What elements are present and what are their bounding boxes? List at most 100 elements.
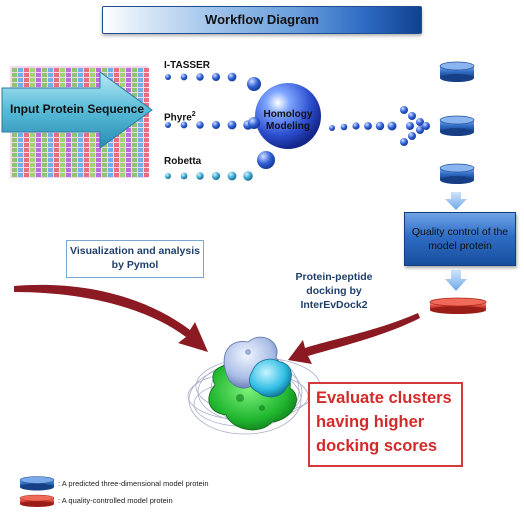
- sequence-cell: [36, 158, 41, 162]
- sequence-cell: [24, 168, 29, 172]
- cylinder-top: [439, 115, 475, 125]
- sequence-cell: [114, 78, 119, 82]
- sequence-cell: [84, 163, 89, 167]
- sequence-cell: [138, 78, 143, 82]
- legend-predicted-label: : A predicted three-dimensional model pr…: [58, 479, 209, 488]
- sequence-cell: [66, 143, 71, 147]
- legend-predicted-icon: [19, 476, 55, 491]
- tool-label-phyre-sup: 2: [191, 111, 196, 118]
- sequence-cell: [102, 163, 107, 167]
- sequence-cell: [144, 163, 149, 167]
- sequence-cell: [120, 133, 125, 137]
- sequence-cell: [132, 153, 137, 157]
- sequence-cell: [72, 68, 77, 72]
- sequence-cell: [60, 143, 65, 147]
- sequence-cell: [72, 163, 77, 167]
- output-dot: [375, 121, 385, 131]
- sequence-cell: [78, 148, 83, 152]
- sequence-cell: [36, 73, 41, 77]
- legend-quality-icon: [19, 494, 55, 507]
- sequence-cell: [78, 73, 83, 77]
- sequence-cell: [120, 138, 125, 142]
- sequence-cell: [102, 153, 107, 157]
- sequence-cell: [144, 138, 149, 142]
- sequence-cell: [54, 168, 59, 172]
- tool-dot: [180, 73, 188, 81]
- sequence-cell: [84, 173, 89, 177]
- sequence-cell: [48, 168, 53, 172]
- output-dot: [387, 121, 397, 131]
- output-dot: [408, 132, 416, 140]
- sequence-cell: [18, 158, 23, 162]
- sequence-cell: [54, 73, 59, 77]
- sequence-cell: [126, 143, 131, 147]
- sequence-cell: [138, 128, 143, 132]
- sequence-cell: [48, 78, 53, 82]
- output-dot: [364, 122, 372, 130]
- sequence-cell: [60, 138, 65, 142]
- sequence-cell: [144, 168, 149, 172]
- sequence-cell: [60, 73, 65, 77]
- output-dot: [400, 106, 408, 114]
- sequence-cell: [126, 173, 131, 177]
- sequence-cell: [66, 83, 71, 87]
- sequence-cell: [78, 163, 83, 167]
- sequence-cell: [54, 163, 59, 167]
- sequence-cell: [66, 148, 71, 152]
- sequence-cell: [48, 163, 53, 167]
- sequence-cell: [84, 73, 89, 77]
- sequence-cell: [120, 168, 125, 172]
- sequence-cell: [90, 168, 95, 172]
- output-dot: [329, 125, 335, 131]
- sequence-cell: [132, 158, 137, 162]
- sequence-cell: [30, 133, 35, 137]
- sequence-cell: [66, 73, 71, 77]
- sequence-cell: [12, 133, 17, 137]
- sequence-cell: [138, 123, 143, 127]
- sequence-cell: [42, 68, 47, 72]
- tool-dot: [227, 171, 237, 181]
- cylinder-top: [439, 61, 475, 71]
- tool-dot: [211, 120, 221, 130]
- sequence-cell: [144, 153, 149, 157]
- sequence-cell: [96, 153, 101, 157]
- sequence-cell: [54, 173, 59, 177]
- sequence-cell: [132, 68, 137, 72]
- sequence-cell: [138, 148, 143, 152]
- sequence-cell: [96, 168, 101, 172]
- output-dot: [352, 122, 360, 130]
- sequence-cell: [30, 148, 35, 152]
- sequence-cell: [138, 158, 143, 162]
- sequence-cell: [42, 158, 47, 162]
- sequence-cell: [144, 83, 149, 87]
- sequence-cell: [126, 78, 131, 82]
- sequence-cell: [18, 83, 23, 87]
- sequence-cell: [96, 68, 101, 72]
- sequence-cell: [60, 68, 65, 72]
- node-dot: [248, 117, 260, 129]
- sequence-cell: [132, 93, 137, 97]
- sequence-cell: [144, 118, 149, 122]
- sequence-cell: [24, 73, 29, 77]
- sequence-cell: [24, 78, 29, 82]
- sequence-cell: [12, 158, 17, 162]
- sequence-cell: [36, 153, 41, 157]
- sequence-cell: [30, 168, 35, 172]
- sequence-cell: [36, 133, 41, 137]
- sequence-cell: [108, 153, 113, 157]
- output-dot: [408, 112, 416, 120]
- sequence-cell: [24, 158, 29, 162]
- sequence-cell: [42, 163, 47, 167]
- sequence-cell: [90, 83, 95, 87]
- sequence-cell: [144, 113, 149, 117]
- sequence-cell: [12, 153, 17, 157]
- sequence-cell: [18, 143, 23, 147]
- sequence-cell: [18, 163, 23, 167]
- sequence-cell: [132, 138, 137, 142]
- sequence-cell: [18, 133, 23, 137]
- input-protein-sequence-label: Input Protein Sequence: [10, 102, 145, 116]
- sequence-cell: [42, 148, 47, 152]
- sequence-cell: [108, 73, 113, 77]
- sequence-cell: [84, 133, 89, 137]
- protein-structure-image: [187, 336, 321, 435]
